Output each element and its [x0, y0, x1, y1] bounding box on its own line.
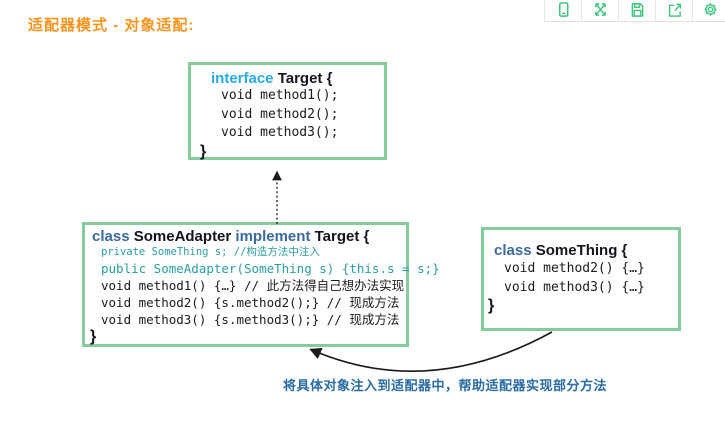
- some-adapter-class-box: class SomeAdapter implement Target { pri…: [82, 222, 440, 347]
- mobile-preview-button[interactable]: [544, 0, 581, 22]
- code-line: void method1() {…} // 此方法得自己想办法实现: [101, 278, 405, 293]
- adapter-target-name: Target {: [314, 228, 370, 245]
- target-name: Target {: [277, 70, 333, 87]
- closing-brace: }: [200, 142, 207, 160]
- code-line: void method3() {s.method3();} // 现成方法: [101, 312, 400, 327]
- page-title: 适配器模式 - 对象适配:: [28, 17, 195, 34]
- code-line: void method3();: [221, 125, 339, 140]
- mobile-preview-icon: [556, 1, 571, 18]
- closing-brace: }: [90, 328, 97, 345]
- implement-keyword: implement: [235, 228, 311, 245]
- code-line: void method2() {s.method2();} // 现成方法: [101, 295, 400, 310]
- toolbar: [544, 0, 725, 22]
- target-box-header: interface Target {: [211, 70, 384, 87]
- code-line: public SomeAdapter(SomeThing s) {this.s …: [101, 261, 440, 276]
- interface-keyword: interface: [211, 70, 274, 87]
- some-thing-class-box: class SomeThing { void method2() {…} voi…: [481, 227, 681, 331]
- something-name: SomeThing {: [535, 242, 628, 259]
- code-line: void method3() {…}: [504, 280, 645, 295]
- code-line: private SomeThing s; //构造方法中注入: [101, 246, 320, 258]
- export-button[interactable]: [655, 0, 692, 22]
- adapter-box-header: class SomeAdapter implement Target {: [92, 228, 406, 245]
- interface-target-box: interface Target { void method1(); void …: [188, 62, 387, 160]
- class-keyword: class: [92, 228, 130, 245]
- export-icon: [667, 1, 682, 18]
- code-line: void method2();: [221, 106, 339, 122]
- code-line: void method1();: [221, 88, 339, 103]
- settings-icon: [703, 1, 718, 18]
- code-line: void method2() {…}: [504, 261, 645, 276]
- caption: 将具体对象注入到适配器中，帮助适配器实现部分方法: [283, 378, 608, 393]
- save-icon: [630, 1, 645, 18]
- expand-icon: [593, 1, 608, 18]
- expand-button[interactable]: [581, 0, 618, 22]
- settings-button[interactable]: [692, 0, 725, 22]
- class-keyword: class: [494, 242, 532, 259]
- something-box-header: class SomeThing {: [494, 242, 678, 259]
- adapter-name: SomeAdapter: [133, 228, 232, 245]
- save-button[interactable]: [618, 0, 655, 22]
- closing-brace: }: [488, 297, 495, 314]
